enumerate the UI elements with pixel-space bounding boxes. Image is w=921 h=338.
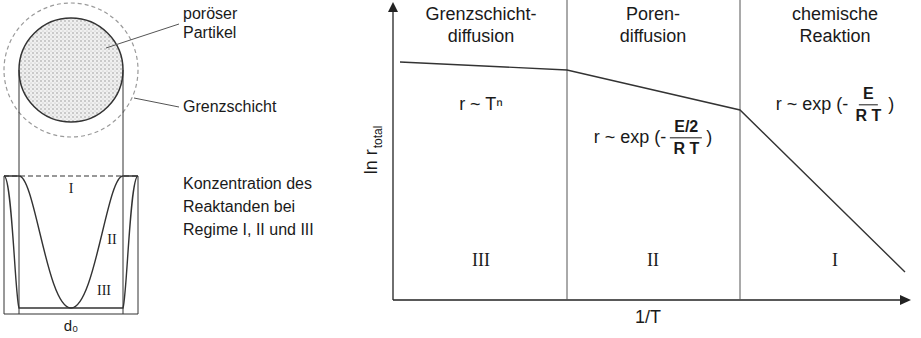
projection-line [123, 70, 124, 314]
porous-particle [19, 18, 123, 122]
fraction: ER T [851, 84, 885, 125]
formula-text: ) [706, 127, 712, 149]
formula-numerator: E/2 [670, 117, 702, 138]
curve-label: II [107, 232, 116, 249]
axis-label: 1/T [635, 307, 661, 329]
dimension-label: d₀ [64, 317, 79, 335]
regime-header: chemische Reaktion [779, 4, 891, 47]
axis-arrowhead [388, 2, 398, 12]
leader-line [106, 24, 179, 48]
regime-header: Poren- diffusion [603, 4, 703, 47]
text-group: 1/T [635, 307, 661, 329]
profile-frame [4, 176, 5, 314]
curve-label: III [97, 283, 111, 300]
text-group: III [472, 250, 490, 272]
regime-header: Grenzschicht- diffusion [414, 4, 549, 47]
text-group: chemische Reaktion [779, 4, 891, 47]
concentration-curve [4, 175, 138, 176]
formula-text: ) [888, 94, 894, 116]
axis-label: ln r [361, 149, 383, 174]
text-group: Konzentration des Reaktanden bei Regime … [183, 172, 323, 242]
concentration-curve [4, 176, 138, 308]
note-label: Konzentration des Reaktanden bei Regime … [183, 172, 323, 242]
formula-numerator: E [859, 84, 878, 105]
y-axis [392, 10, 393, 300]
x-axis [393, 299, 902, 300]
text-group: III [97, 283, 111, 300]
text-group: poröser Partikel [183, 4, 263, 42]
text-group: r ~ exp (-E/2R T) [594, 117, 712, 158]
text-group: I [69, 181, 74, 198]
regime-separator [567, 0, 568, 300]
axis-arrowhead [900, 295, 911, 305]
formula-text: r ~ exp (- [776, 94, 849, 116]
part-label: Grenzschicht [183, 97, 276, 116]
part-label: poröser Partikel [183, 4, 263, 42]
profile-frame [4, 313, 138, 314]
text-group: r ~ exp (-ER T) [776, 84, 894, 125]
text-group: r ~ Tⁿ [459, 94, 503, 116]
fraction: E/2R T [669, 117, 703, 158]
formula-denominator: R T [851, 106, 885, 126]
curve-label: I [69, 181, 74, 198]
boundary-layer-circle [4, 3, 138, 137]
formula-text: r ~ exp (- [594, 127, 667, 149]
rate-curve [400, 62, 905, 272]
formula-denominator: R T [669, 139, 703, 159]
leader-line [134, 98, 179, 107]
axis-subscript: total [371, 126, 385, 149]
regime-number: I [832, 250, 838, 272]
projection-line [19, 70, 20, 314]
regime-number: III [472, 250, 490, 272]
text-group: Grenzschicht [183, 97, 276, 116]
text-group: d₀ [64, 317, 79, 335]
regime-number: II [647, 250, 659, 272]
text-group: Grenzschicht- diffusion [414, 4, 549, 47]
regime-separator [740, 0, 741, 300]
text-group: Poren- diffusion [603, 4, 703, 47]
formula-text: r ~ Tⁿ [459, 94, 503, 116]
text-group: II [107, 232, 116, 249]
text-group: ln rtotal [361, 126, 383, 175]
profile-frame [138, 176, 139, 314]
text-group: I [832, 250, 838, 272]
concentration-curve [4, 176, 138, 308]
text-group: II [647, 250, 659, 272]
